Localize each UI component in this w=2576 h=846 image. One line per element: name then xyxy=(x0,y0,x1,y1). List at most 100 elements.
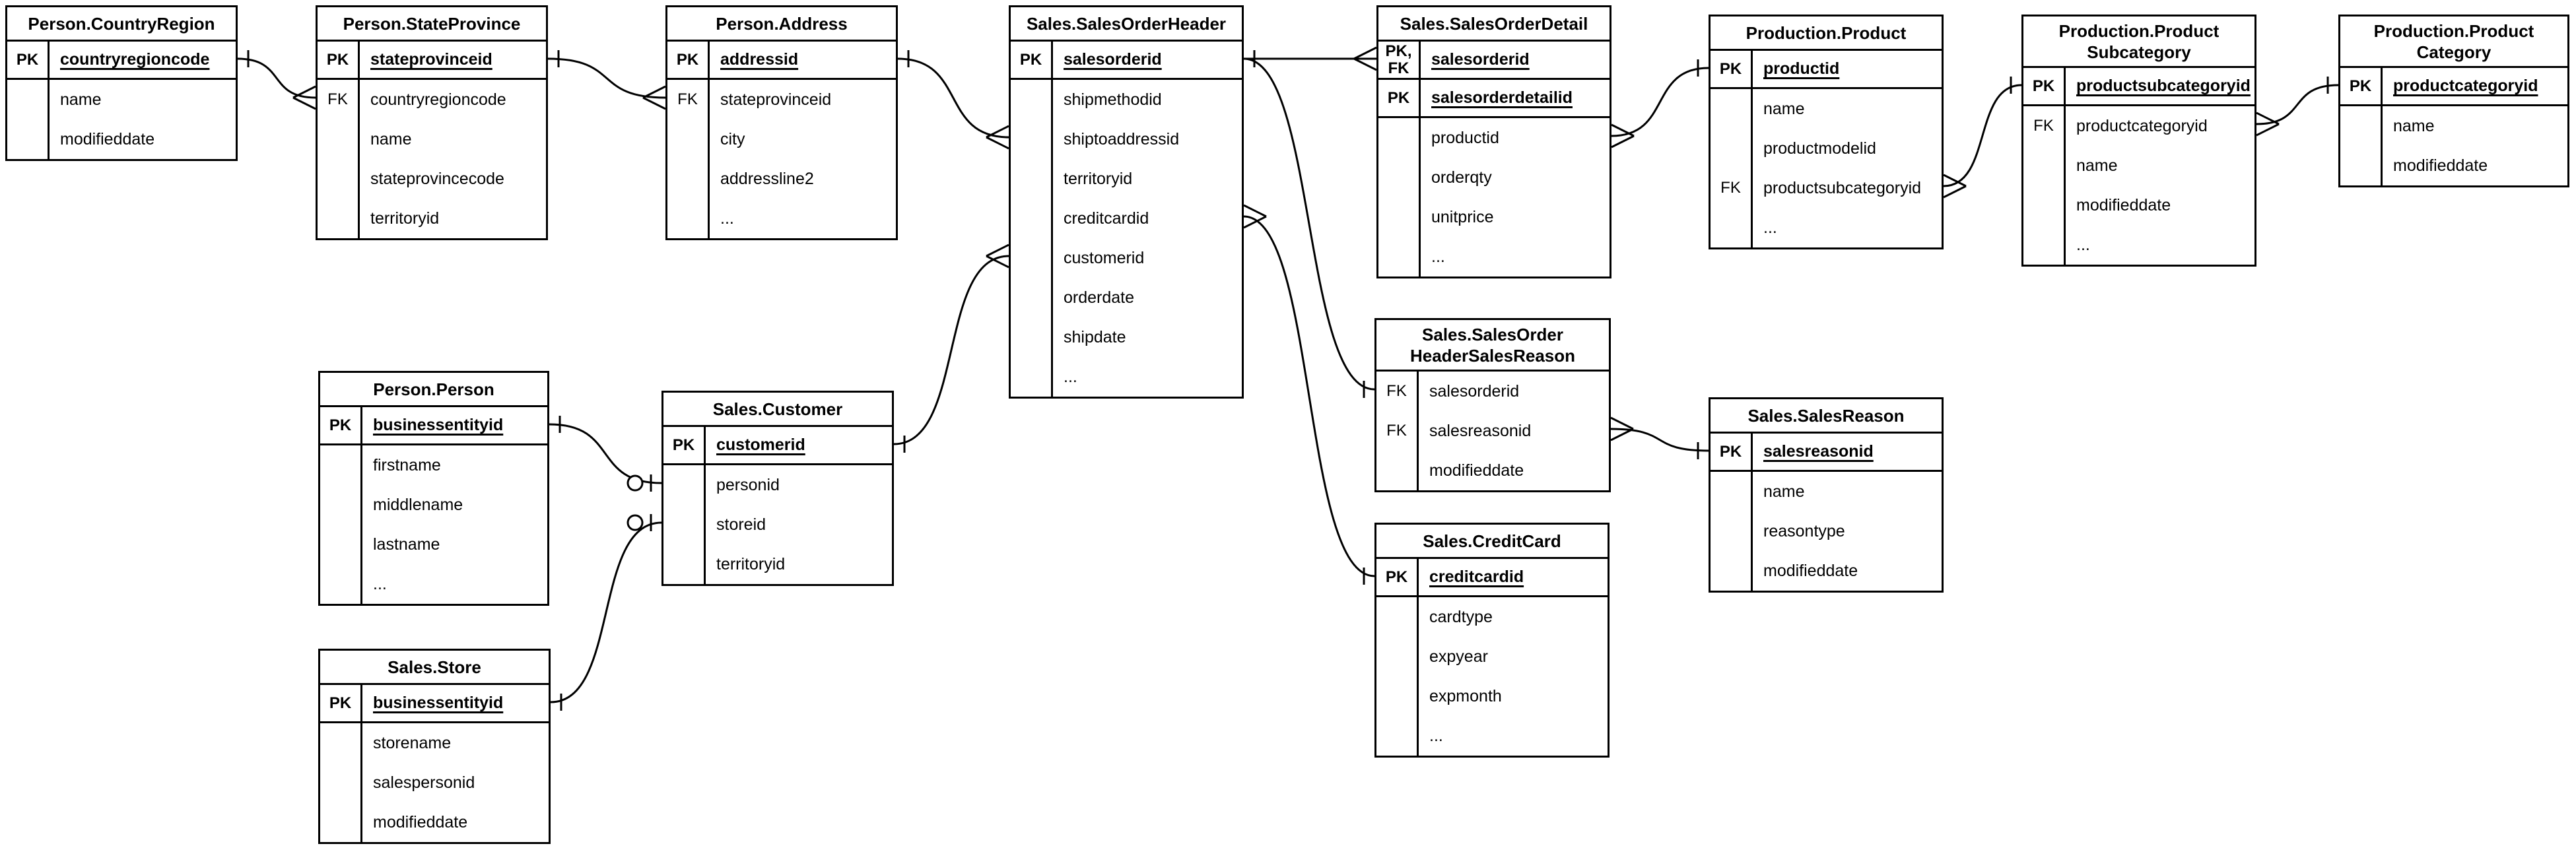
attribute-row: salespersonid xyxy=(320,763,549,802)
column-name: name xyxy=(2393,116,2435,135)
column-name: name xyxy=(2076,156,2118,175)
attribute-row: expyear xyxy=(1376,637,1608,676)
key-badge xyxy=(1376,637,1419,676)
relationship-connector[interactable] xyxy=(547,57,666,99)
attribute-row: ... xyxy=(320,564,547,604)
relationship-connector[interactable] xyxy=(897,57,1009,139)
column-name: ... xyxy=(720,209,734,228)
relationship-connector[interactable] xyxy=(550,521,662,703)
column-name: customerid xyxy=(1064,248,1145,267)
column-name: salesorderid xyxy=(1431,50,1530,69)
column-name: orderqty xyxy=(1431,168,1492,187)
attribute-row: modifieddate xyxy=(2023,185,2254,225)
table-title: Person.Address xyxy=(667,7,896,42)
key-badge xyxy=(1011,357,1053,397)
relationship-connector[interactable] xyxy=(1243,57,1375,391)
key-badge xyxy=(1376,676,1419,716)
table-title: Production.Product Subcategory xyxy=(2023,16,2254,68)
column-name: cardtype xyxy=(1429,607,1493,626)
key-badge xyxy=(1378,158,1421,197)
key-badge xyxy=(1378,237,1421,277)
relationship-connector[interactable] xyxy=(2256,84,2339,125)
key-badge xyxy=(2023,185,2066,225)
attribute-row: modifieddate xyxy=(2340,146,2567,185)
column-name: ... xyxy=(1431,247,1445,266)
column-name: ... xyxy=(1064,367,1077,386)
column-name: productsubcategoryid xyxy=(2076,77,2251,95)
key-badge xyxy=(320,564,362,604)
attribute-row: personid xyxy=(663,465,892,505)
attribute-row: orderqty xyxy=(1378,158,1610,197)
key-badge xyxy=(667,119,710,159)
relationship-connector[interactable] xyxy=(549,423,662,484)
column-name: territoryid xyxy=(716,554,786,573)
attribute-row: shipmethodid xyxy=(1011,80,1242,119)
column-name: shiptoaddressid xyxy=(1064,129,1180,148)
column-name: modifieddate xyxy=(2076,195,2171,214)
relationship-connector[interactable] xyxy=(1611,67,1709,137)
key-badge: PK xyxy=(1378,80,1421,116)
attribute-row: storename xyxy=(320,723,549,763)
table-title: Sales.SalesOrder HeaderSalesReason xyxy=(1376,320,1609,372)
key-badge: PK xyxy=(1376,559,1419,595)
relationship-connector[interactable] xyxy=(1243,215,1375,577)
column-name: modifieddate xyxy=(1763,561,1858,580)
column-name: salesorderdetailid xyxy=(1431,88,1573,107)
key-badge: PK xyxy=(1711,434,1753,470)
relationship-connector[interactable] xyxy=(1943,84,2022,187)
relationship-connector[interactable] xyxy=(1610,428,1709,452)
table-title: Sales.CreditCard xyxy=(1376,525,1608,559)
column-name: stateprovinceid xyxy=(370,50,492,69)
column-name: salespersonid xyxy=(373,773,475,792)
relationship-connector[interactable] xyxy=(237,57,316,99)
key-badge: PK xyxy=(1711,51,1753,87)
key-badge xyxy=(2340,106,2383,146)
relationship-connector[interactable] xyxy=(893,255,1009,445)
column-name: orderdate xyxy=(1064,288,1135,307)
key-badge xyxy=(1711,472,1753,511)
key-badge xyxy=(1711,208,1753,247)
column-name: productsubcategoryid xyxy=(1763,178,1922,197)
key-badge xyxy=(320,485,362,525)
attribute-row: ... xyxy=(1376,716,1608,756)
key-badge xyxy=(318,199,360,238)
table-title: Sales.SalesReason xyxy=(1711,399,1942,434)
column-name: name xyxy=(1763,99,1805,118)
column-name: modifieddate xyxy=(2393,156,2488,175)
column-name: modifieddate xyxy=(60,129,155,148)
column-name: lastname xyxy=(373,535,440,554)
attribute-row: territoryid xyxy=(1011,159,1242,199)
attribute-row: modifieddate xyxy=(1376,451,1609,490)
key-badge: FK xyxy=(318,80,360,119)
column-name: addressline2 xyxy=(720,169,814,188)
column-name: creditcardid xyxy=(1429,568,1524,586)
column-name: businessentityid xyxy=(373,416,504,434)
attribute-row: storeid xyxy=(663,505,892,544)
key-badge xyxy=(1376,451,1419,490)
column-name: ... xyxy=(1429,726,1443,745)
key-badge xyxy=(1011,159,1053,199)
key-badge xyxy=(1011,238,1053,278)
key-badge xyxy=(1378,197,1421,237)
